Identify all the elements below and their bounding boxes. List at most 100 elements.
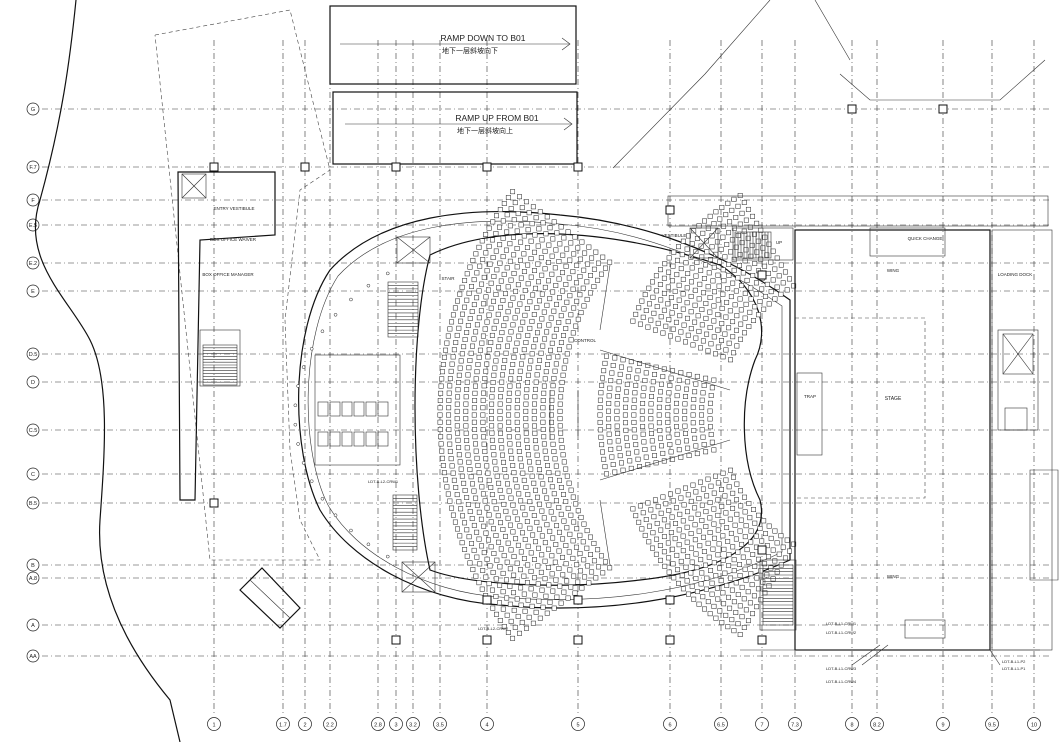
seat bbox=[649, 431, 655, 436]
seat bbox=[455, 387, 461, 393]
seat bbox=[464, 553, 470, 559]
seat bbox=[737, 562, 742, 568]
grid-col-bubble bbox=[985, 717, 999, 731]
seat bbox=[500, 589, 506, 595]
seat bbox=[561, 492, 566, 497]
seat bbox=[693, 551, 699, 557]
seat bbox=[624, 443, 630, 449]
seat bbox=[707, 400, 713, 406]
seat bbox=[450, 312, 456, 318]
seat bbox=[688, 515, 694, 521]
seat bbox=[551, 605, 557, 611]
seat bbox=[652, 453, 658, 459]
seat bbox=[538, 255, 544, 261]
seat bbox=[484, 319, 490, 325]
seat bbox=[512, 315, 518, 321]
seat bbox=[713, 615, 719, 621]
seat bbox=[689, 583, 695, 589]
seat bbox=[514, 264, 520, 270]
seat bbox=[528, 466, 534, 472]
seat bbox=[475, 463, 481, 468]
seat bbox=[633, 311, 639, 317]
seat bbox=[737, 193, 743, 198]
grid-row-label: E bbox=[31, 289, 35, 295]
seat bbox=[693, 335, 699, 341]
seat bbox=[641, 385, 647, 391]
seat bbox=[686, 452, 692, 458]
seat bbox=[491, 526, 496, 532]
seat bbox=[636, 519, 642, 525]
seat bbox=[648, 401, 654, 407]
toilet-stall bbox=[329, 401, 341, 417]
seat bbox=[584, 296, 590, 302]
seat bbox=[678, 329, 684, 335]
seat bbox=[762, 561, 768, 567]
column bbox=[573, 595, 583, 605]
seat bbox=[737, 573, 743, 578]
seat bbox=[711, 521, 717, 527]
seat bbox=[551, 375, 557, 381]
seat bbox=[676, 377, 682, 383]
seat bbox=[546, 259, 551, 265]
seat bbox=[665, 397, 671, 403]
seat bbox=[787, 276, 792, 282]
wall-pilaster bbox=[320, 496, 325, 501]
seat bbox=[501, 553, 507, 559]
seat bbox=[540, 405, 546, 411]
seat bbox=[582, 250, 588, 256]
seat bbox=[665, 419, 671, 425]
seat bbox=[764, 281, 770, 287]
seat bbox=[710, 546, 716, 552]
ramp-up-label-cn: 地下一层斜坡向上 bbox=[457, 126, 513, 135]
seat bbox=[600, 375, 605, 381]
seat bbox=[575, 508, 581, 514]
seat bbox=[558, 394, 564, 400]
seat bbox=[759, 286, 765, 292]
column bbox=[938, 104, 948, 114]
seat bbox=[591, 266, 597, 272]
seat bbox=[469, 516, 475, 521]
seat bbox=[537, 501, 543, 507]
seat bbox=[508, 329, 514, 335]
seat bbox=[486, 287, 491, 293]
seat bbox=[488, 485, 494, 490]
seat bbox=[506, 412, 512, 418]
seat bbox=[506, 390, 512, 396]
seat bbox=[708, 341, 714, 347]
seat bbox=[691, 596, 697, 602]
seat bbox=[607, 565, 613, 571]
seat bbox=[523, 485, 529, 490]
wall-pilaster bbox=[366, 542, 371, 547]
seat bbox=[748, 539, 754, 545]
seat bbox=[692, 287, 698, 293]
seat bbox=[680, 533, 686, 539]
seat bbox=[489, 401, 495, 407]
seat bbox=[770, 576, 776, 582]
seat bbox=[643, 308, 649, 313]
seat bbox=[563, 263, 569, 269]
seat bbox=[529, 506, 535, 512]
seat bbox=[606, 393, 612, 399]
seat bbox=[697, 281, 703, 287]
seat bbox=[693, 273, 699, 279]
seat bbox=[633, 513, 639, 519]
seat bbox=[652, 327, 658, 333]
seat bbox=[505, 540, 511, 546]
grid-row-label: E.2 bbox=[29, 261, 37, 267]
seat bbox=[700, 390, 706, 396]
grid-row-label: F.7 bbox=[29, 165, 36, 171]
seat bbox=[507, 441, 513, 447]
seat bbox=[490, 255, 496, 261]
seat bbox=[603, 265, 608, 271]
seat bbox=[553, 463, 559, 469]
seat bbox=[683, 431, 688, 436]
seat bbox=[707, 424, 713, 430]
seat bbox=[561, 235, 567, 241]
seat bbox=[543, 593, 549, 599]
seat bbox=[491, 274, 497, 279]
seat bbox=[528, 550, 534, 556]
seat bbox=[702, 606, 707, 612]
seat bbox=[679, 252, 685, 258]
seat bbox=[438, 434, 444, 440]
seat bbox=[467, 264, 473, 270]
